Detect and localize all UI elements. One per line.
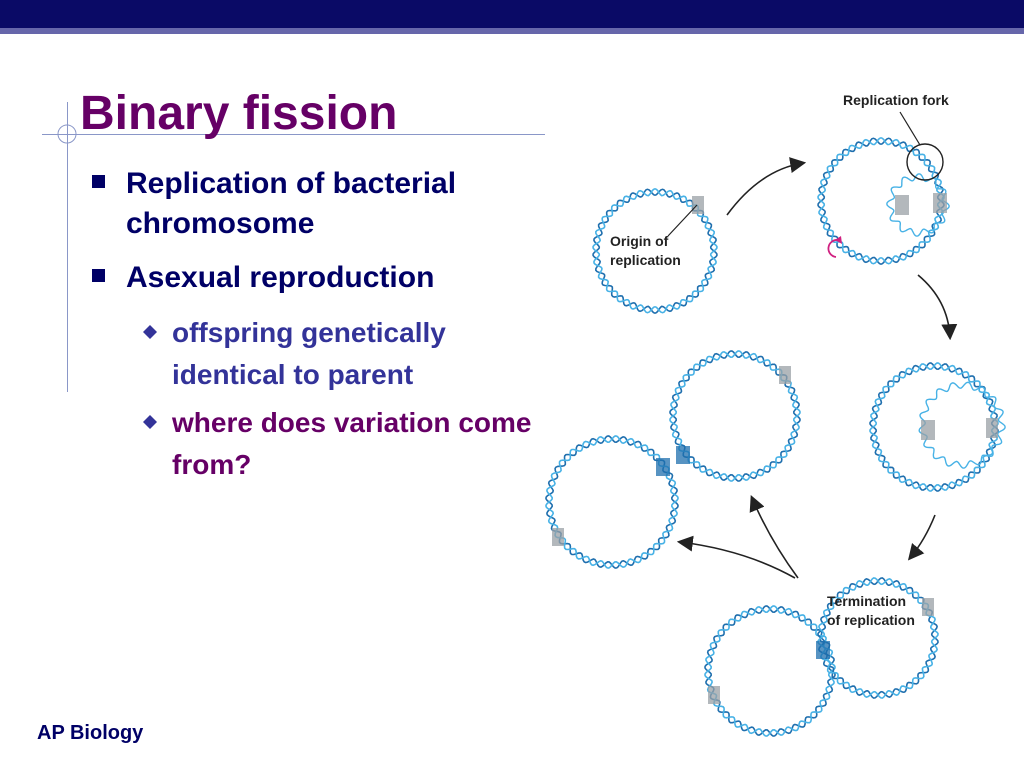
square-bullet-icon — [92, 269, 105, 282]
origin-marker — [816, 641, 830, 659]
bullet-item: Asexual reproduction — [88, 258, 543, 298]
arrow-icon — [907, 514, 936, 561]
origin-marker — [895, 195, 909, 215]
top-bar-stripe — [0, 28, 1024, 34]
dna-circles-layer — [545, 136, 1006, 737]
sub-bullet-item: where does variation come from? — [132, 402, 543, 486]
termination-label-line2: of replication — [827, 612, 915, 628]
dna-strand — [592, 187, 718, 314]
replication-fork-highlight — [906, 143, 944, 181]
square-bullet-icon — [92, 175, 105, 188]
sub-bullet-item: offspring genetically identical to paren… — [132, 312, 543, 396]
dna-strand — [545, 435, 679, 569]
arrow-icon — [917, 274, 958, 341]
slide-title: Binary fission — [80, 87, 398, 140]
arrow-icon — [726, 157, 807, 216]
origin-marker — [986, 418, 998, 438]
label-pointer — [899, 111, 921, 146]
origin-label-line2: replication — [610, 252, 681, 268]
label-pointer — [667, 204, 698, 237]
cycle-arrows — [676, 157, 958, 579]
binary-fission-diagram: Replication fork Origin of replication T… — [545, 92, 1006, 737]
origin-marker — [676, 446, 690, 464]
bullet-text: Replication of bacterial chromosome — [126, 167, 457, 240]
termination-label-line1: Termination — [827, 593, 906, 609]
top-bar — [0, 0, 1024, 28]
footer-label: AP Biology — [37, 722, 144, 744]
vertical-rule — [67, 102, 68, 392]
dna-strand — [669, 350, 801, 482]
horizontal-rule — [42, 134, 545, 135]
bullet-text: Asexual reproduction — [126, 261, 435, 294]
origin-marker — [708, 686, 720, 704]
crosshair-circle-icon — [57, 124, 77, 144]
origin-marker — [656, 458, 670, 476]
dna-strand — [817, 577, 939, 699]
dna-strand — [869, 362, 999, 492]
arrow-icon — [749, 495, 799, 579]
dna-strand — [817, 136, 945, 265]
origin-marker — [933, 193, 947, 213]
origin-marker — [779, 366, 791, 384]
bullet-list: Replication of bacterial chromosome Asex… — [88, 164, 543, 492]
sub-bullet-text: where does variation come from? — [172, 407, 532, 480]
replication-direction-arrowhead-icon — [835, 236, 842, 244]
replication-direction-icon — [827, 239, 839, 258]
bullet-item: Replication of bacterial chromosome — [88, 164, 543, 244]
replication-fork-label: Replication fork — [843, 92, 949, 108]
arrow-icon — [676, 535, 796, 579]
dna-strand — [704, 605, 836, 737]
diamond-bullet-icon — [143, 415, 157, 429]
sub-bullet-text: offspring genetically identical to paren… — [172, 317, 446, 390]
origin-marker — [692, 196, 704, 214]
origin-marker — [552, 528, 564, 546]
origin-label-line1: Origin of — [610, 233, 669, 249]
diamond-bullet-icon — [143, 325, 157, 339]
origin-marker — [921, 420, 935, 440]
origin-marker — [922, 598, 934, 616]
